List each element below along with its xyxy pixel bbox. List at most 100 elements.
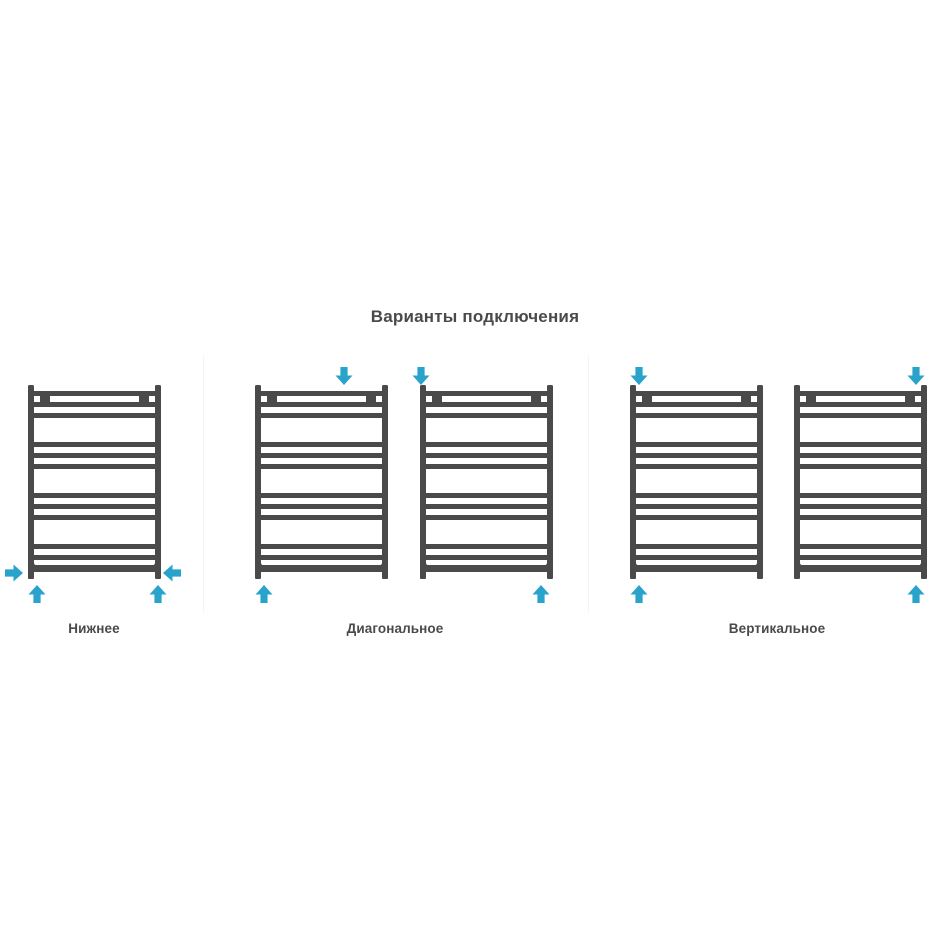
mount-bracket-right bbox=[139, 396, 149, 402]
mount-bracket-left bbox=[267, 396, 277, 402]
radiator-rung bbox=[631, 413, 762, 418]
radiator-rung bbox=[421, 544, 552, 549]
radiator-rung bbox=[29, 442, 160, 447]
arrow-bottom-right-up-icon bbox=[149, 585, 167, 603]
radiator-vertical-0 bbox=[630, 385, 763, 589]
radiator-rung bbox=[421, 391, 552, 396]
radiator-rung bbox=[256, 515, 387, 520]
radiator-rung bbox=[631, 391, 762, 396]
radiator-rail-right bbox=[757, 385, 763, 579]
radiator-rung bbox=[631, 464, 762, 469]
radiator-rung bbox=[421, 555, 552, 560]
arrow-shape bbox=[630, 367, 648, 385]
radiator-rung bbox=[29, 544, 160, 549]
arrow-shape bbox=[335, 367, 353, 385]
radiator-body bbox=[255, 385, 388, 579]
radiator-rung bbox=[795, 391, 926, 396]
radiator-rung bbox=[795, 413, 926, 418]
radiator-rung bbox=[256, 453, 387, 458]
radiator-rung bbox=[631, 515, 762, 520]
arrow-left-in-icon bbox=[5, 564, 23, 582]
connection-foot-left-stem bbox=[630, 567, 636, 579]
radiator-rung bbox=[29, 413, 160, 418]
radiator-body bbox=[794, 385, 927, 579]
arrow-bottom-left-up-icon bbox=[255, 585, 273, 603]
group-label-diagonal: Диагональное bbox=[346, 621, 444, 636]
radiator-rung bbox=[795, 504, 926, 509]
connection-foot-right-stem bbox=[382, 567, 388, 579]
arrow-top-left-down-icon bbox=[630, 367, 648, 385]
radiator-rail-left bbox=[630, 385, 636, 579]
connection-foot-left-stem bbox=[28, 567, 34, 579]
radiator-rung bbox=[421, 515, 552, 520]
arrow-shape bbox=[255, 585, 273, 603]
connection-foot-left-stem bbox=[255, 567, 261, 579]
radiator-rail-left bbox=[28, 385, 34, 579]
radiator-rail-right bbox=[155, 385, 161, 579]
radiator-bottom-bar bbox=[630, 565, 763, 572]
radiator-rung bbox=[631, 544, 762, 549]
arrow-shape bbox=[5, 564, 23, 582]
arrow-top-right-down-icon bbox=[907, 367, 925, 385]
connection-foot-left-stem bbox=[420, 567, 426, 579]
radiator-rail-left bbox=[420, 385, 426, 579]
radiator-rung bbox=[795, 402, 926, 407]
radiator-feet bbox=[794, 562, 927, 579]
group-label-vertical: Вертикальное bbox=[728, 621, 826, 636]
radiator-rung bbox=[256, 413, 387, 418]
radiator-rung bbox=[421, 442, 552, 447]
radiator-rung bbox=[29, 493, 160, 498]
radiator-rung bbox=[421, 453, 552, 458]
arrow-shape bbox=[532, 585, 550, 603]
mount-bracket-left bbox=[40, 396, 50, 402]
radiator-rung bbox=[631, 453, 762, 458]
radiator-feet bbox=[28, 562, 161, 579]
radiator-rail-right bbox=[382, 385, 388, 579]
radiator-diagonal-1 bbox=[420, 385, 553, 589]
radiator-rung bbox=[631, 402, 762, 407]
radiator-rung bbox=[795, 515, 926, 520]
radiator-body bbox=[630, 385, 763, 579]
arrow-shape bbox=[163, 564, 181, 582]
radiator-rung bbox=[421, 413, 552, 418]
radiator-rung bbox=[421, 504, 552, 509]
radiator-rail-left bbox=[255, 385, 261, 579]
radiator-rung bbox=[795, 453, 926, 458]
radiator-rung bbox=[256, 544, 387, 549]
radiator-rung bbox=[29, 515, 160, 520]
arrow-top-right-down-icon bbox=[335, 367, 353, 385]
divider-1 bbox=[203, 355, 204, 613]
radiator-rung bbox=[631, 555, 762, 560]
radiator-feet bbox=[630, 562, 763, 579]
mount-bracket-right bbox=[531, 396, 541, 402]
radiator-feet bbox=[255, 562, 388, 579]
radiator-vertical-1 bbox=[794, 385, 927, 589]
radiator-diagonal-0 bbox=[255, 385, 388, 589]
mount-bracket-right bbox=[741, 396, 751, 402]
radiator-rung bbox=[256, 391, 387, 396]
arrow-shape bbox=[907, 367, 925, 385]
arrow-shape bbox=[412, 367, 430, 385]
radiator-rung bbox=[29, 391, 160, 396]
radiator-rung bbox=[421, 402, 552, 407]
mount-bracket-left bbox=[432, 396, 442, 402]
radiator-rung bbox=[29, 504, 160, 509]
mount-bracket-right bbox=[366, 396, 376, 402]
radiator-rung bbox=[256, 493, 387, 498]
radiator-rung bbox=[256, 504, 387, 509]
radiator-rung bbox=[631, 442, 762, 447]
connection-foot-left-stem bbox=[794, 567, 800, 579]
mount-bracket-left bbox=[806, 396, 816, 402]
radiator-rung bbox=[256, 402, 387, 407]
radiator-bottom-bar bbox=[420, 565, 553, 572]
radiator-rung bbox=[795, 442, 926, 447]
radiator-rail-right bbox=[921, 385, 927, 579]
radiator-rung bbox=[29, 453, 160, 458]
connection-foot-right-stem bbox=[757, 567, 763, 579]
radiator-rung bbox=[795, 493, 926, 498]
radiator-rung bbox=[421, 464, 552, 469]
arrow-top-left-down-icon bbox=[412, 367, 430, 385]
radiator-bottom-bar bbox=[28, 565, 161, 572]
radiator-rung bbox=[631, 493, 762, 498]
